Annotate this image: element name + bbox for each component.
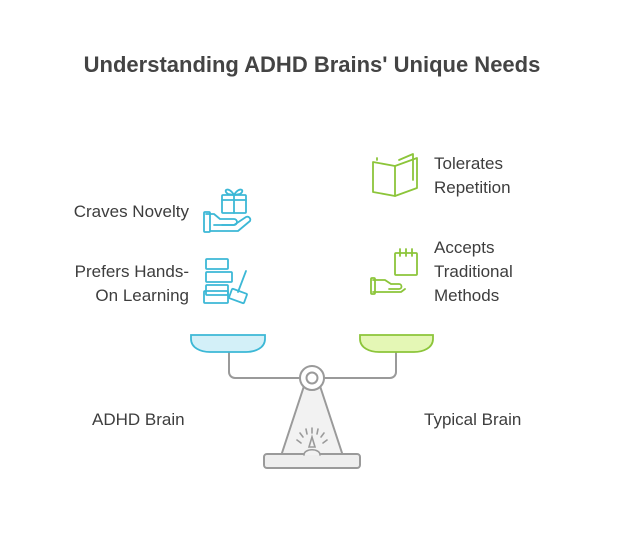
scale-stand [263, 365, 361, 469]
scale-gauge [296, 427, 328, 456]
gift-hand-icon [203, 188, 252, 233]
label-craves-novelty: Craves Novelty [73, 202, 189, 221]
label-adhd-brain: ADHD Brain [92, 410, 185, 429]
open-book-icon [372, 153, 418, 197]
page-title: Understanding ADHD Brains' Unique Needs [83, 52, 541, 77]
hand-notepad-icon [370, 248, 418, 295]
label-prefers-hands-on-learning: Prefers Hands- On Learning [74, 262, 189, 305]
scale-beam [228, 352, 397, 379]
label-accepts-traditional-methods: Accepts Traditional Methods [434, 238, 513, 305]
blocks-hammer-icon [203, 258, 248, 305]
right-pan [359, 334, 434, 353]
left-pan [190, 334, 266, 353]
label-tolerates-repetition: Tolerates Repetition [434, 154, 511, 197]
label-typical-brain: Typical Brain [424, 410, 522, 429]
